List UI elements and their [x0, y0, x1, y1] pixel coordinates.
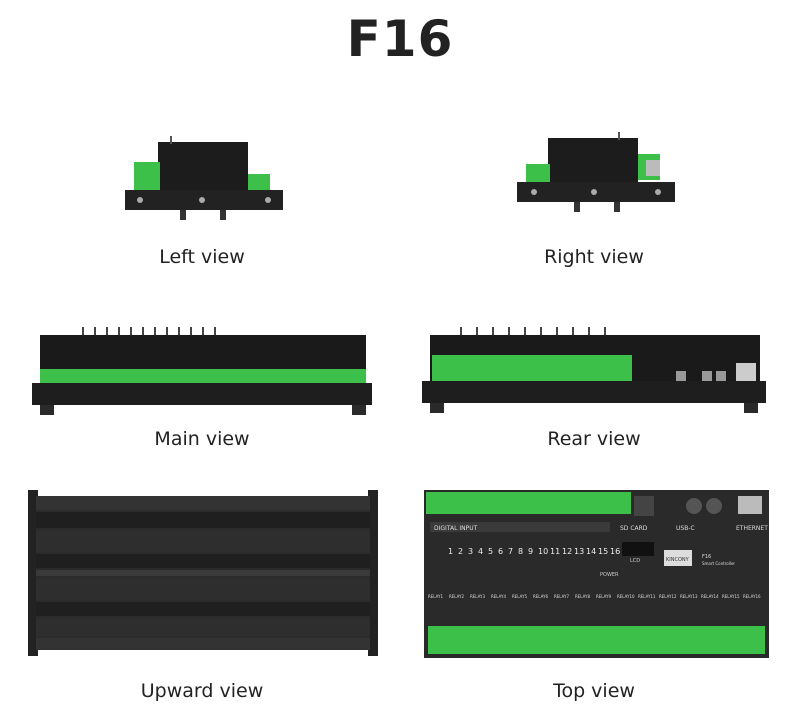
relay-label: RELAY8: [575, 594, 590, 599]
subtitle-label: Smart Controller: [702, 561, 735, 566]
relay-label: RELAY4: [491, 594, 506, 599]
led-label: 4: [478, 547, 483, 556]
led-label: 8: [518, 547, 523, 556]
led-label: 15: [598, 547, 608, 556]
usbc-label: USB-C: [676, 525, 695, 532]
rear-view-image: [422, 327, 766, 413]
led-label: 9: [528, 547, 533, 556]
led-label: 12: [562, 547, 572, 556]
relay-label: RELAY14: [701, 594, 719, 599]
main-view-caption: Main view: [154, 428, 250, 450]
relay-label: RELAY6: [533, 594, 548, 599]
led-label: 6: [498, 547, 503, 556]
relay-label: RELAY3: [470, 594, 485, 599]
led-label: 2: [458, 547, 463, 556]
top-view-caption: Top view: [553, 680, 635, 702]
led-label: 3: [468, 547, 473, 556]
rear-view-caption: Rear view: [547, 428, 641, 450]
relay-label: RELAY2: [449, 594, 464, 599]
lcd-label: LCD: [630, 558, 640, 564]
led-label: 7: [508, 547, 513, 556]
led-label: 11: [550, 547, 560, 556]
led-label: 5: [488, 547, 493, 556]
led-label: 14: [586, 547, 596, 556]
led-label: 1: [448, 547, 453, 556]
relay-label: RELAY13: [680, 594, 698, 599]
relay-label: RELAY11: [638, 594, 656, 599]
page-title: F16: [346, 10, 454, 68]
relay-label: RELAY15: [722, 594, 740, 599]
power-label: POWER: [600, 572, 619, 578]
relay-label: RELAY12: [659, 594, 677, 599]
main-view-image: [32, 327, 372, 415]
relay-label: RELAY10: [617, 594, 635, 599]
left-view-caption: Left view: [159, 246, 245, 268]
left-view-image: [125, 136, 283, 220]
relay-label: RELAY5: [512, 594, 527, 599]
right-view-image: [517, 132, 675, 212]
brand-logo: KINCONY: [666, 557, 690, 563]
led-label: 13: [574, 547, 584, 556]
model-label: F16: [702, 554, 711, 560]
sd-card-label: SD CARD: [620, 525, 648, 532]
upward-view-image: [28, 490, 378, 656]
ethernet-label: ETHERNET: [736, 525, 768, 532]
relay-label: RELAY7: [554, 594, 569, 599]
relay-label: RELAY9: [596, 594, 611, 599]
relay-label: RELAY1: [428, 594, 443, 599]
led-label: 10: [538, 547, 548, 556]
top-view-image: DIGITAL INPUT SD CARD USB-C ETHERNET 1 2…: [424, 490, 769, 658]
right-view-caption: Right view: [544, 246, 644, 268]
led-label: 16: [610, 547, 620, 556]
digital-input-label: DIGITAL INPUT: [434, 525, 478, 532]
relay-label: RELAY16: [743, 594, 761, 599]
upward-view-caption: Upward view: [140, 680, 264, 702]
